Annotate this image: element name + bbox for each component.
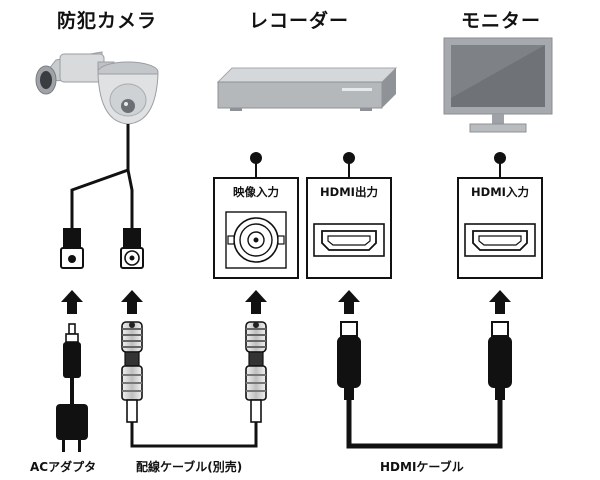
ac-adapter-caption: ACアダプタ — [30, 460, 97, 474]
video-input-port-panel — [213, 152, 299, 279]
monitor-illustration — [443, 37, 553, 133]
monitor-heading: モニター — [460, 10, 541, 32]
video-input-label: 映像入力 — [233, 185, 279, 199]
camera-video-jack — [120, 228, 144, 269]
arrow-up-icon — [489, 290, 511, 314]
hdmi-output-port-panel — [306, 152, 392, 279]
wiring-cable-illustration — [121, 321, 267, 448]
ac-adapter-illustration — [56, 323, 88, 452]
hdmi-cable-illustration — [336, 321, 513, 449]
wiring-cable-caption: 配線ケーブル(別売) — [136, 460, 243, 474]
arrow-up-icon — [245, 290, 267, 314]
arrow-up-icon — [61, 290, 83, 314]
hdmi-output-label: HDMI出力 — [320, 185, 378, 199]
camera-heading: 防犯カメラ — [56, 10, 157, 32]
arrow-up-icon — [121, 290, 143, 314]
arrow-up-icon — [338, 290, 360, 314]
recorder-heading: レコーダー — [248, 10, 349, 32]
hdmi-input-port-panel — [457, 152, 543, 279]
security-camera-illustration — [35, 51, 159, 228]
hdmi-cable-caption: HDMIケーブル — [380, 460, 464, 474]
hdmi-input-label: HDMI入力 — [471, 185, 529, 199]
camera-power-jack — [60, 228, 84, 269]
recorder-illustration — [216, 67, 398, 111]
